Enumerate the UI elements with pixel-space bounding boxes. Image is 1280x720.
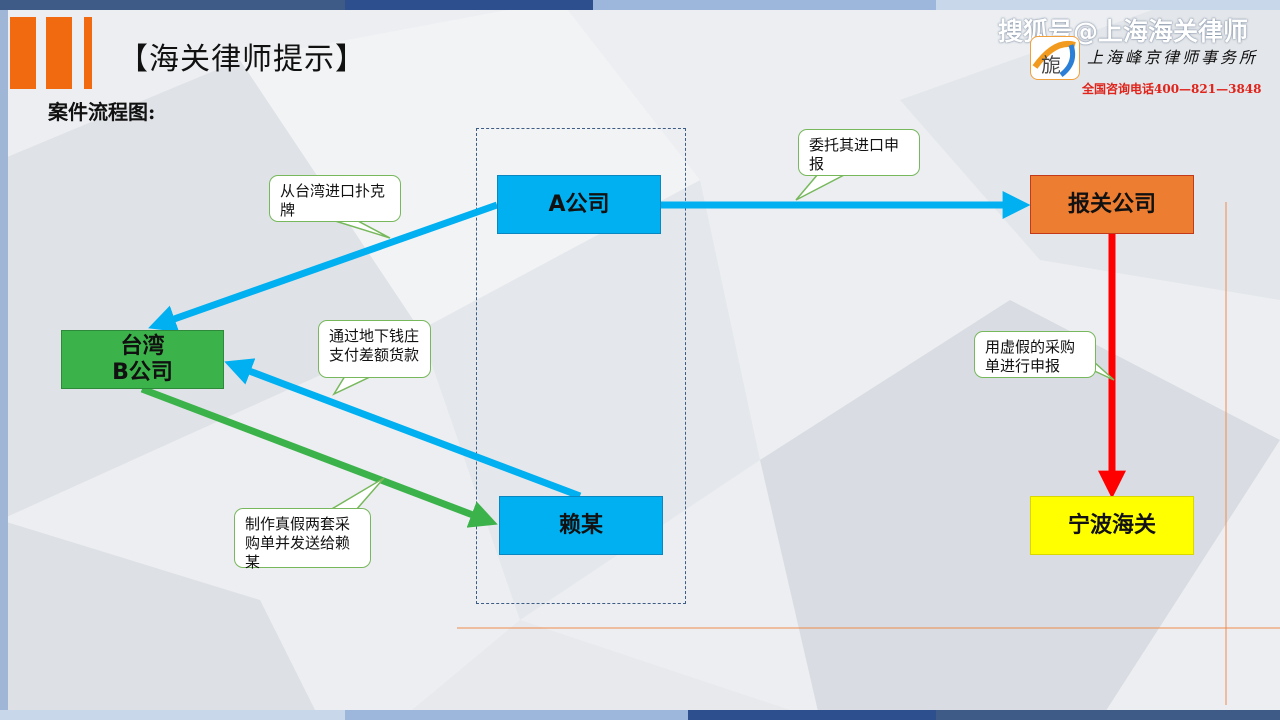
page-title: 【海关律师提示】: [118, 42, 366, 77]
callout-pointer: [327, 477, 385, 511]
callout-pointer: [331, 219, 391, 239]
node-lai: 赖某: [499, 496, 663, 555]
callout-entrust-declare: 委托其进口申报: [798, 129, 920, 176]
node-taiwan-b-label-line1: 台湾: [120, 333, 165, 359]
bottom-bar-segment: [345, 710, 688, 720]
accent-block: [10, 17, 36, 89]
logo-glyph: 旎: [1041, 53, 1061, 77]
top-bar-segment: [593, 0, 936, 10]
top-bar-segment: [936, 0, 1280, 10]
callout-pointer: [332, 375, 373, 396]
arrow-lai-to-taiwan-b: [224, 358, 582, 500]
callout-underground-bank: 通过地下钱庄支付差额货款: [318, 320, 431, 378]
top-bar-segment: [345, 0, 593, 10]
callout-import-poker: 从台湾进口扑克牌: [269, 175, 401, 222]
callout-pointer: [795, 173, 847, 201]
diagram-subtitle: 案件流程图:: [48, 100, 156, 124]
node-taiwan-b-label-line2: B公司: [112, 359, 173, 385]
bottom-bar-segment: [0, 710, 345, 720]
callout-false-declare: 用虚假的采购单进行申报: [974, 331, 1096, 378]
node-customs-broker: 报关公司: [1030, 175, 1194, 234]
accent-block: [84, 17, 92, 89]
callout-fake-invoices: 制作真假两套采购单并发送给赖某: [234, 508, 371, 571]
bottom-bar-segment: [688, 710, 936, 720]
hotline-text: 全国咨询电话400—821—3848: [1082, 82, 1262, 96]
arrow-taiwan-b-to-lai: [140, 385, 498, 528]
firm-logo: 旎: [1030, 36, 1080, 80]
accent-block: [46, 17, 72, 89]
node-customs-broker-label: 报关公司: [1067, 191, 1156, 217]
company-a-group-frame: [476, 128, 686, 604]
node-company-a: A公司: [497, 175, 661, 234]
node-ningbo-customs-label: 宁波海关: [1067, 512, 1156, 538]
node-lai-label: 赖某: [558, 512, 603, 538]
logo-swoosh-icon: [1032, 41, 1076, 77]
top-bar-segment: [0, 0, 345, 10]
bottom-bar-segment: [936, 710, 1280, 720]
node-ningbo-customs: 宁波海关: [1030, 496, 1194, 555]
node-company-a-label: A公司: [548, 191, 610, 217]
node-taiwan-b: 台湾 B公司: [61, 330, 224, 389]
firm-name: 上海峰京律师事务所: [1087, 48, 1259, 67]
arrow-a-to-taiwan-b: [148, 201, 499, 333]
